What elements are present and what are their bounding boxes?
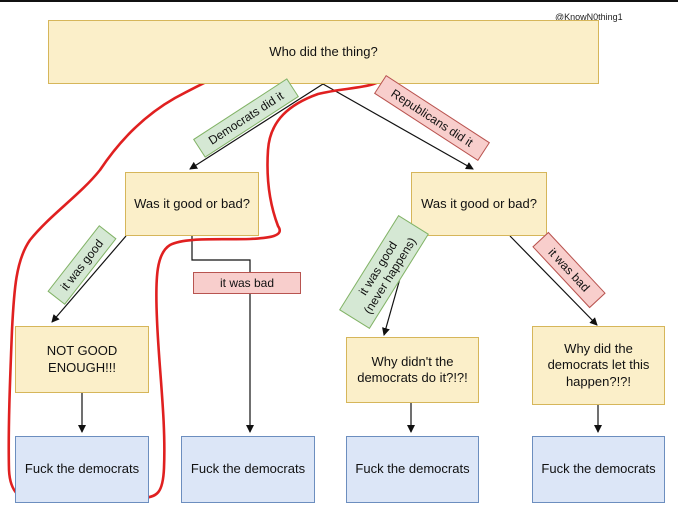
rep-good-or-bad-node: Was it good or bad? xyxy=(411,172,547,236)
why-let-line-2: democrats let this xyxy=(547,357,650,373)
rep-good-or-bad-text: Was it good or bad? xyxy=(421,195,537,211)
edge-root-republicans xyxy=(322,83,474,170)
why-didnt-line-2: democrats do it?!?! xyxy=(357,370,468,385)
result-text-4: Fuck the democrats xyxy=(541,461,656,477)
not-good-enough-node: NOT GOOD ENOUGH!!! xyxy=(15,326,149,393)
result-text-1: Fuck the democrats xyxy=(24,461,140,477)
dem-good-or-bad-node: Was it good or bad? xyxy=(125,172,259,236)
result-node-1: Fuck the democrats xyxy=(15,436,149,503)
result-node-4: Fuck the democrats xyxy=(532,436,665,503)
result-text-2: Fuck the democrats xyxy=(190,461,306,477)
edge-root-democrats xyxy=(189,83,324,170)
why-didnt-line-1: Why didn't the xyxy=(371,353,454,369)
why-didnt-democrats-node: Why didn't the democrats do it?!?! xyxy=(346,337,479,403)
edge-dem-good xyxy=(51,235,127,323)
dem-good-or-bad-text: Was it good or bad? xyxy=(134,195,250,211)
red-scribble-circle xyxy=(7,26,394,503)
edge-rep-bad xyxy=(509,235,598,326)
edge-dem-bad xyxy=(191,236,254,433)
not-good-line-2: ENOUGH!!! xyxy=(48,359,116,375)
top-border xyxy=(0,0,678,2)
label-dem-bad-text: it was bad xyxy=(219,275,275,290)
why-did-democrats-let-node: Why did the democrats let this happen?!?… xyxy=(532,326,665,405)
not-good-line-1: NOT GOOD xyxy=(46,343,118,359)
why-let-line-1: Why did the xyxy=(564,341,633,357)
result-node-2: Fuck the democrats xyxy=(181,436,315,503)
watermark: @KnowN0thing1 xyxy=(555,12,623,22)
root-question-text: Who did the thing? xyxy=(269,43,378,59)
result-node-3: Fuck the democrats xyxy=(346,436,479,503)
why-let-line-3: happen?!?! xyxy=(565,373,632,389)
result-text-3: Fuck the democrats xyxy=(355,461,470,477)
root-question-node: Who did the thing? xyxy=(48,20,599,84)
label-dem-it-was-bad: it was bad xyxy=(193,272,301,294)
